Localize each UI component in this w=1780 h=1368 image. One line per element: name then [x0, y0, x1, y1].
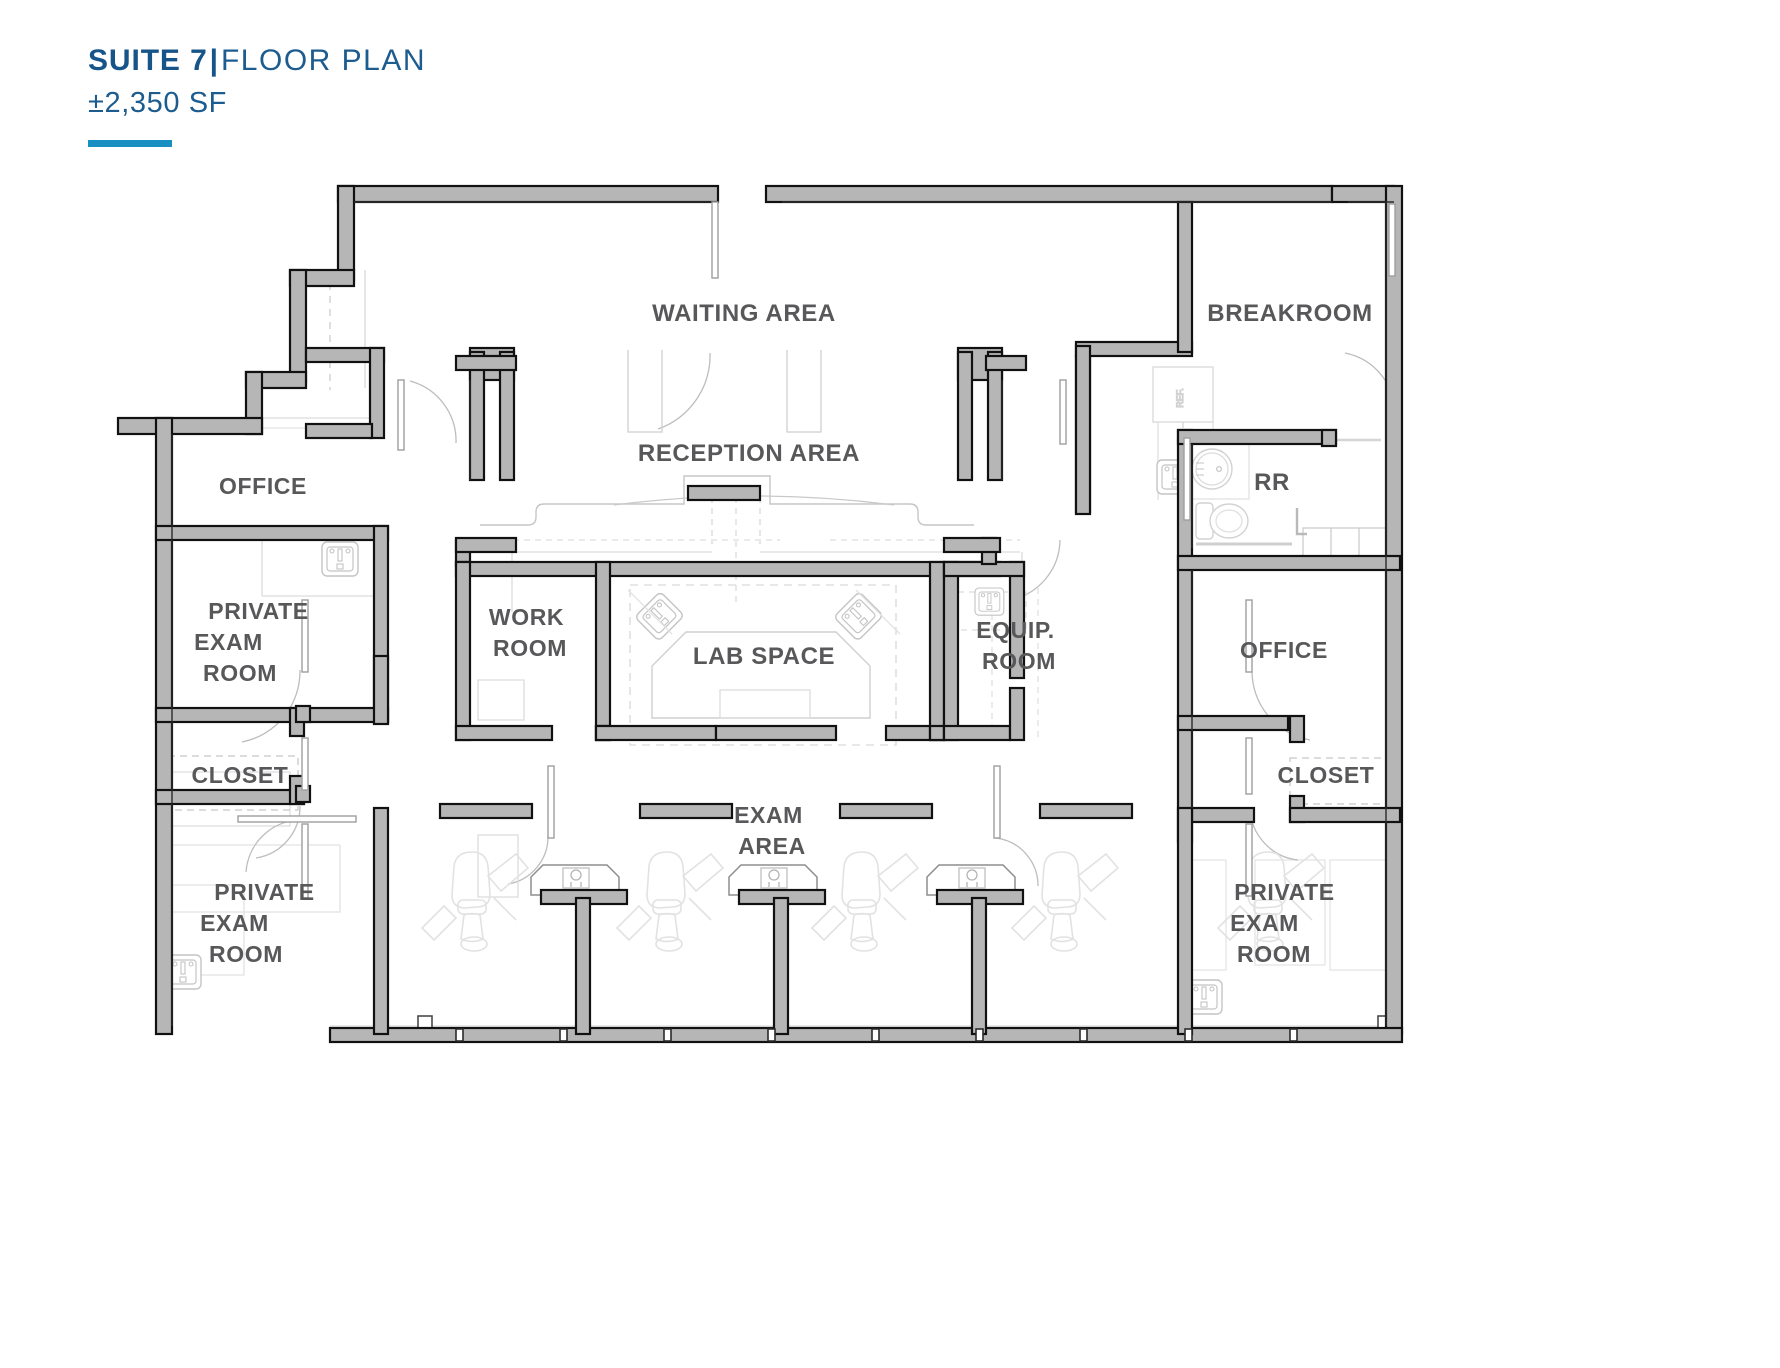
refrigerator: REF. — [1152, 366, 1214, 423]
room-label-restroom: RR — [1254, 469, 1290, 496]
wall-inner-lines — [171, 201, 1394, 1026]
page-title-subtype: FLOOR PLAN — [220, 44, 427, 77]
lab-sink-right — [833, 590, 884, 642]
room-label-closet-left: CLOSET — [192, 762, 289, 788]
room-label-reception-area: RECEPTION AREA — [638, 440, 860, 467]
room-label-closet-right: CLOSET — [1278, 762, 1375, 788]
page-title-suite: SUITE 7 — [88, 44, 208, 77]
toilet — [1195, 502, 1249, 540]
equip-sink — [974, 587, 1005, 616]
room-label-private-exam-room-2: PRIVATE EXAM ROOM — [200, 879, 322, 967]
dental-chair-3 — [811, 851, 919, 952]
room-label-office-left: OFFICE — [219, 473, 307, 499]
room-label-work-room: WORK ROOM — [489, 604, 571, 661]
room-label-private-exam-room-3: PRIVATE EXAM ROOM — [1230, 879, 1342, 967]
floor-plan-svg: REF. — [116, 184, 1404, 1044]
page-title-separator: | — [209, 44, 219, 77]
page-title: SUITE 7|FLOOR PLAN — [88, 44, 988, 79]
storage-shelf — [1302, 527, 1388, 559]
room-label-exam-area: EXAM AREA — [734, 802, 810, 859]
room-label-lab-space: LAB SPACE — [693, 643, 835, 670]
operatory-cabinet-2 — [728, 864, 818, 896]
floor-plan-drawing: REF. — [0, 160, 1780, 1090]
lavatory-sink — [1190, 440, 1250, 500]
dental-chair-2 — [616, 851, 724, 952]
svg-text:REF.: REF. — [1175, 388, 1185, 408]
room-label-waiting-area: WAITING AREA — [652, 300, 836, 327]
dental-chair-4 — [1011, 851, 1119, 952]
lab-sink-left — [634, 590, 685, 642]
dental-chair-1 — [421, 851, 529, 952]
room-label-breakroom: BREAKROOM — [1207, 300, 1372, 327]
page-subtitle-area: ±2,350 SF — [88, 86, 228, 119]
room-label-equip-room: EQUIP. ROOM — [976, 617, 1062, 674]
sink-exam-1 — [321, 541, 359, 577]
room-label-office-right: OFFICE — [1240, 637, 1328, 663]
accent-rule — [88, 140, 172, 147]
storefront-mullions — [455, 1028, 1298, 1042]
page-header: SUITE 7|FLOOR PLAN ±2,350 SF — [88, 44, 988, 120]
room-label-layer: WAITING AREA BREAKROOM RECEPTION AREA OF… — [192, 300, 1375, 967]
room-label-private-exam-room-1: PRIVATE EXAM ROOM — [194, 598, 316, 686]
door-layer — [237, 201, 1396, 899]
